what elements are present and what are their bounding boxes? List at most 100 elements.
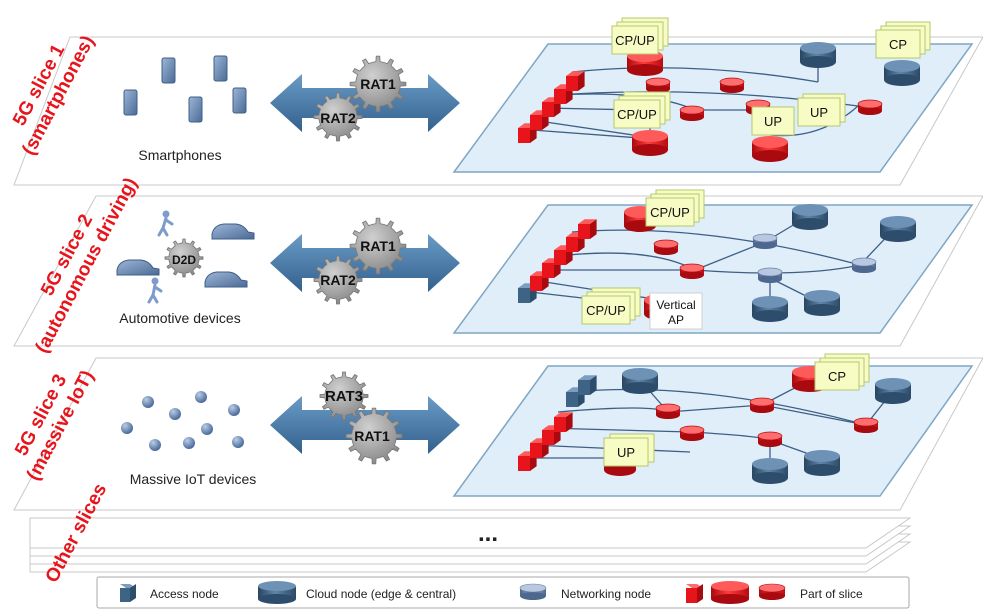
d2d-label: D2D bbox=[172, 253, 196, 267]
stacked-slice-layer bbox=[29, 517, 912, 549]
sticky-note bbox=[875, 29, 921, 59]
note-label: CP/UP bbox=[617, 107, 657, 122]
note-label: CP bbox=[889, 37, 907, 52]
access-node-icon bbox=[566, 71, 585, 91]
rat-label: RAT2 bbox=[320, 110, 356, 126]
note-label: UP bbox=[810, 105, 828, 120]
networking-node-icon bbox=[653, 239, 679, 255]
networking-node-icon bbox=[851, 257, 877, 273]
iot-device-icon bbox=[149, 439, 161, 451]
networking-node-icon bbox=[679, 105, 705, 121]
sticky-note bbox=[603, 437, 649, 467]
note-cpup-2: CP/UP bbox=[613, 91, 671, 129]
network-link bbox=[571, 67, 819, 83]
networking-node-icon bbox=[679, 263, 705, 279]
iot-device-icon bbox=[201, 423, 213, 435]
cloud-node-icon bbox=[884, 60, 920, 86]
cloud-node-icon bbox=[800, 42, 836, 68]
node-layer bbox=[518, 42, 920, 484]
sticky-note bbox=[751, 106, 795, 136]
vertical-ap-note bbox=[649, 292, 703, 330]
sticky-note bbox=[613, 99, 661, 129]
note-label: CP/UP bbox=[615, 33, 655, 48]
smartphone-icon bbox=[123, 89, 138, 116]
legend-cloud-node: Cloud node (edge & central) bbox=[306, 587, 456, 601]
networking-node-icon bbox=[857, 99, 883, 115]
cloud-node-icon bbox=[752, 296, 788, 322]
vertical-ap-label: Vertical bbox=[656, 298, 695, 312]
iot-devices-label: Massive IoT devices bbox=[130, 471, 257, 487]
smartphone-icon bbox=[213, 55, 228, 82]
cloud-node-icon bbox=[792, 204, 828, 230]
note-up-3: UP bbox=[603, 433, 655, 467]
note-label: CP/UP bbox=[586, 303, 626, 318]
legend-part-of-slice: Part of slice bbox=[800, 587, 863, 601]
access-node-icon bbox=[578, 375, 597, 395]
iot-devices-group bbox=[121, 391, 244, 451]
networking-node-icon bbox=[645, 77, 671, 93]
iot-device-icon bbox=[183, 437, 195, 449]
access-node-icon bbox=[120, 584, 136, 602]
networking-node-icon bbox=[757, 431, 783, 447]
vertical-ap-label: AP bbox=[668, 313, 684, 327]
sticky-note bbox=[814, 361, 860, 391]
smartphones-label: Smartphones bbox=[138, 147, 221, 163]
note-label: CP/UP bbox=[650, 205, 690, 220]
iot-device-icon bbox=[169, 408, 181, 420]
note-label: CP bbox=[828, 369, 846, 384]
access-node-icon bbox=[578, 219, 597, 239]
sticky-note bbox=[797, 97, 841, 127]
gear-icon bbox=[164, 238, 204, 278]
car-icon bbox=[116, 259, 160, 276]
note-label: UP bbox=[617, 445, 635, 460]
network-link bbox=[571, 229, 861, 266]
access-node-icon bbox=[554, 412, 573, 432]
sticky-note bbox=[581, 295, 631, 325]
iot-device-icon bbox=[195, 391, 207, 403]
car-icon bbox=[211, 223, 255, 240]
smartphones-group bbox=[123, 55, 247, 123]
gear-icon bbox=[345, 407, 403, 465]
gear-icon bbox=[313, 255, 363, 305]
gear-icon bbox=[349, 217, 407, 275]
networking-node-icon bbox=[655, 403, 681, 419]
note-cp-2: CP bbox=[814, 353, 870, 391]
note-up-1: UP bbox=[751, 106, 795, 136]
cloud-node-icon bbox=[752, 458, 788, 484]
smartphone-icon bbox=[232, 87, 247, 114]
networking-node-icon bbox=[752, 233, 778, 249]
network-link bbox=[639, 379, 893, 466]
network-link bbox=[571, 388, 867, 426]
part-of-slice-icon bbox=[686, 581, 786, 604]
networking-node-icon bbox=[679, 425, 705, 441]
iot-device-icon bbox=[121, 422, 133, 434]
rat-label: RAT1 bbox=[360, 76, 396, 92]
gear-icon bbox=[319, 371, 369, 421]
legend-networking-node: Networking node bbox=[561, 587, 651, 601]
legend: Access node Cloud node (edge & central) … bbox=[96, 576, 910, 609]
vertical-ap-box: Vertical AP bbox=[649, 292, 703, 330]
cloud-node-icon bbox=[804, 450, 840, 476]
car-icon bbox=[204, 271, 248, 288]
cloud-node-icon bbox=[752, 136, 788, 162]
sticky-note bbox=[611, 25, 659, 55]
networking-node-icon bbox=[749, 397, 775, 413]
networking-node-icon bbox=[519, 583, 547, 600]
pedestrian-icon bbox=[157, 210, 174, 237]
note-cpup-3: CP/UP bbox=[645, 189, 705, 227]
rat-label: RAT2 bbox=[320, 272, 356, 288]
note-up-2: UP bbox=[797, 93, 846, 127]
note-label: UP bbox=[764, 114, 782, 129]
network-link bbox=[694, 214, 896, 305]
note-cp: CP bbox=[875, 21, 931, 59]
automotive-devices-label: Automotive devices bbox=[119, 310, 240, 326]
ellipsis-label: ... bbox=[478, 520, 498, 547]
iot-device-icon bbox=[232, 436, 244, 448]
gear-icon bbox=[349, 55, 407, 113]
cloud-node-icon bbox=[622, 368, 658, 394]
iot-device-icon bbox=[142, 396, 154, 408]
automotive-devices-group bbox=[116, 210, 255, 304]
rat-label: RAT3 bbox=[325, 388, 363, 405]
